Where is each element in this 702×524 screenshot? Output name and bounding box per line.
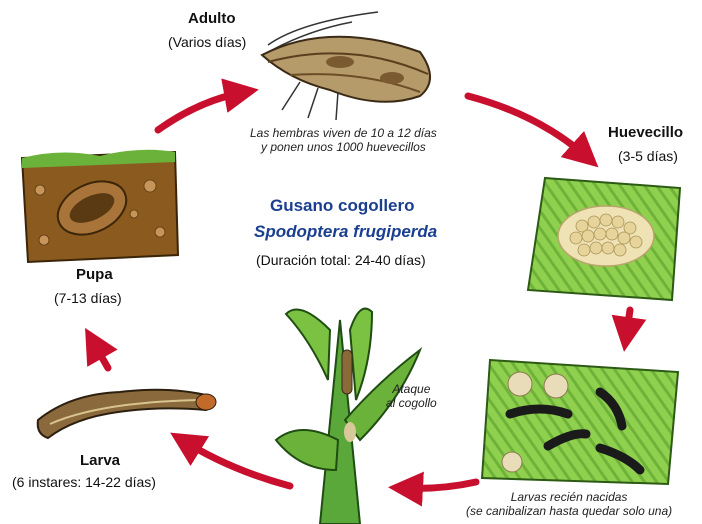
larva-illustration	[38, 390, 216, 438]
larva-stage-duration: (6 instares: 14-22 días)	[12, 474, 156, 490]
corn-whorl-illustration	[276, 309, 420, 524]
moth-illustration	[262, 12, 430, 120]
pupa-illustration	[22, 150, 178, 262]
females-note-line-2: y ponen unos 1000 huevecillos	[250, 140, 437, 154]
total-duration: (Duración total: 24-40 días)	[256, 252, 426, 268]
egg-stage-duration: (3-5 días)	[618, 148, 678, 164]
adult-stage-name: Adulto	[188, 10, 235, 27]
egg-mass-illustration	[528, 178, 680, 300]
attack-note: Ataque al cogollo	[386, 382, 437, 410]
attack-note-line-1: Ataque	[386, 382, 437, 396]
common-name-title: Gusano cogollero	[270, 196, 415, 216]
females-note: Las hembras viven de 10 a 12 días y pone…	[250, 126, 437, 154]
new-larvae-note-line-2: (se canibalizan hasta quedar solo una)	[466, 504, 672, 518]
adult-stage-duration: (Varios días)	[168, 34, 246, 50]
attack-note-line-2: al cogollo	[386, 396, 437, 410]
arrow-egg-to-newlarvae	[626, 310, 630, 338]
arrow-larva-to-pupa	[92, 340, 108, 368]
new-larvae-note-line-1: Larvas recién nacidas	[466, 490, 672, 504]
scientific-name-title: Spodoptera frugiperda	[254, 222, 437, 242]
arrow-pupa-to-adult	[158, 92, 245, 130]
new-larvae-illustration	[482, 360, 678, 484]
arrow-newlarvae-to-attack	[402, 482, 476, 488]
pupa-stage-duration: (7-13 días)	[54, 290, 122, 306]
females-note-line-1: Las hembras viven de 10 a 12 días	[250, 126, 437, 140]
larva-stage-name: Larva	[80, 452, 120, 469]
egg-stage-name: Huevecillo	[608, 124, 683, 141]
arrow-attack-to-larva	[182, 440, 290, 486]
pupa-stage-name: Pupa	[76, 266, 113, 283]
arrow-adult-to-egg	[468, 96, 588, 158]
new-larvae-note: Larvas recién nacidas (se canibalizan ha…	[466, 490, 672, 518]
